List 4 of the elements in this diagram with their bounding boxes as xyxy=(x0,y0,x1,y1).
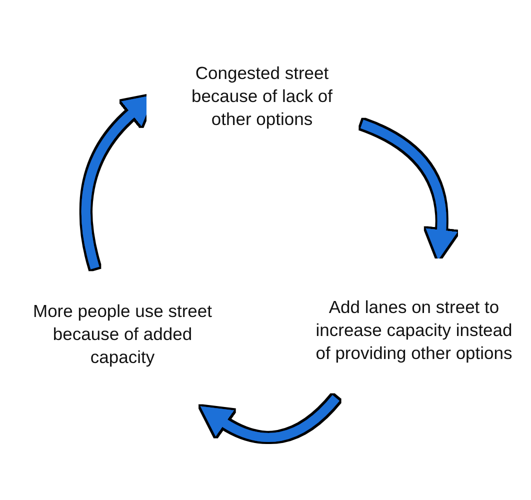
node-label: More people use street because of added capacity xyxy=(32,300,213,368)
node-label: Congested street because of lack of other options xyxy=(190,62,334,130)
curved-arrow xyxy=(82,94,154,270)
node-label: Add lanes on street to increase capacity instead of providing other options xyxy=(314,296,514,364)
